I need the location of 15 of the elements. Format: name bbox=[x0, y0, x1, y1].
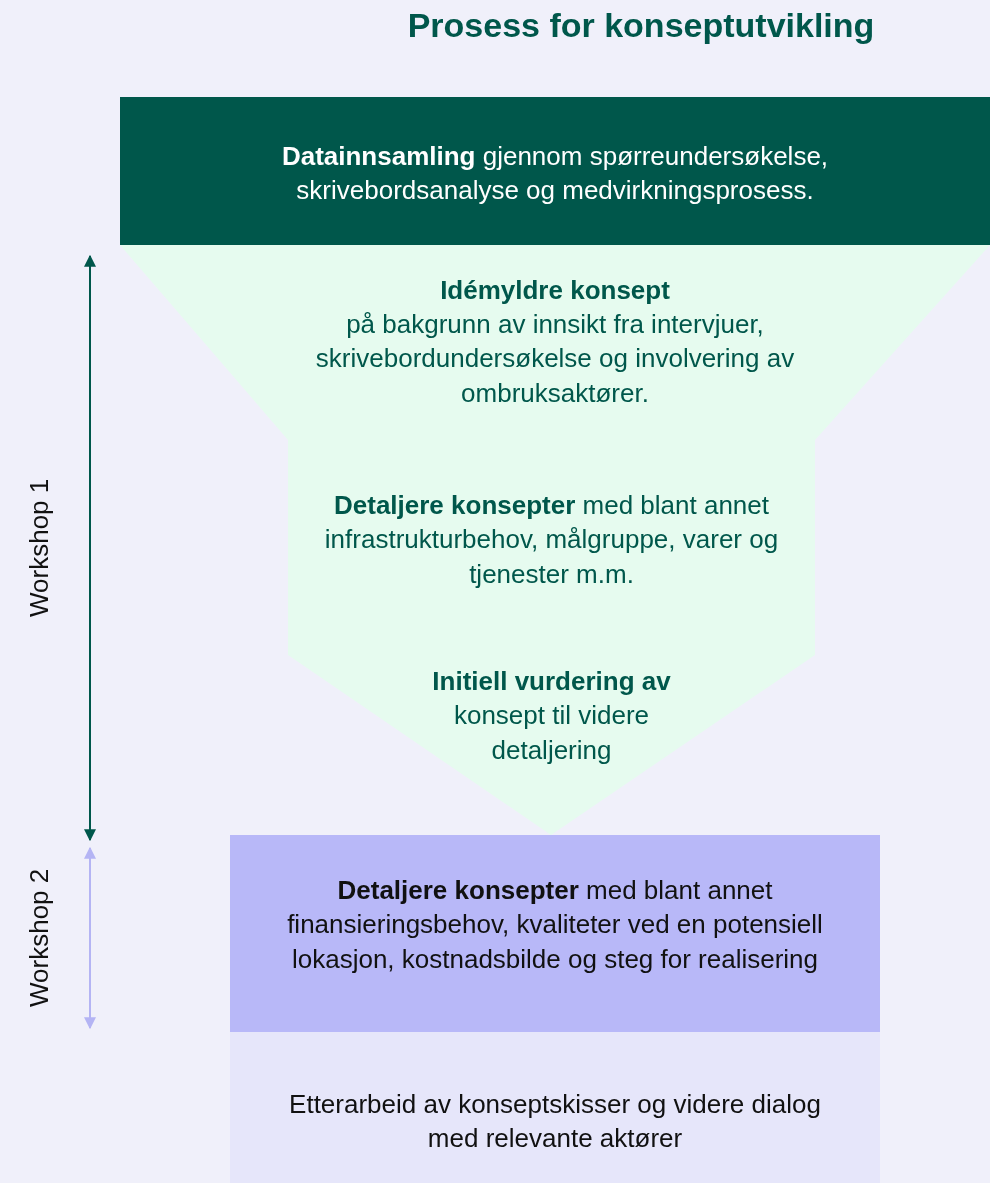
diagram-title: Prosess for konseptutvikling bbox=[407, 6, 875, 45]
span-label: Workshop 1 bbox=[24, 478, 55, 618]
process-box bbox=[120, 97, 990, 245]
funnel-section bbox=[120, 245, 990, 440]
body-text: Datainnsamling gjennom spørreundersøkelse, skrivebordsanalyse og medvirkningsprosess. bbox=[280, 140, 830, 208]
funnel-tip bbox=[288, 440, 815, 835]
span-label: Workshop 2 bbox=[24, 868, 55, 1008]
heading-text: Idémyldre konsept bbox=[439, 274, 671, 307]
process-box bbox=[230, 1032, 880, 1183]
body-text: på bakgrunn av innsikt fra intervjuer, skrivebordundersøkelse og involvering av ombruksaktører. bbox=[314, 308, 796, 410]
body-text: Detaljere konsepter med blant annet infrastrukturbehov, målgruppe, varer og tjenester m.m. bbox=[323, 489, 780, 591]
body-text: Detaljere konsepter med blant annet finansieringsbehov, kvaliteter ved en potensiell lokasjon, kostnadsbilde og steg for realisering bbox=[286, 874, 824, 976]
body-text: Initiell vurdering av konsept til videre detaljering bbox=[431, 665, 672, 767]
process-box bbox=[230, 835, 880, 1032]
body-text: Etterarbeid av konseptskisser og videre dialog med relevante aktører bbox=[288, 1088, 822, 1156]
